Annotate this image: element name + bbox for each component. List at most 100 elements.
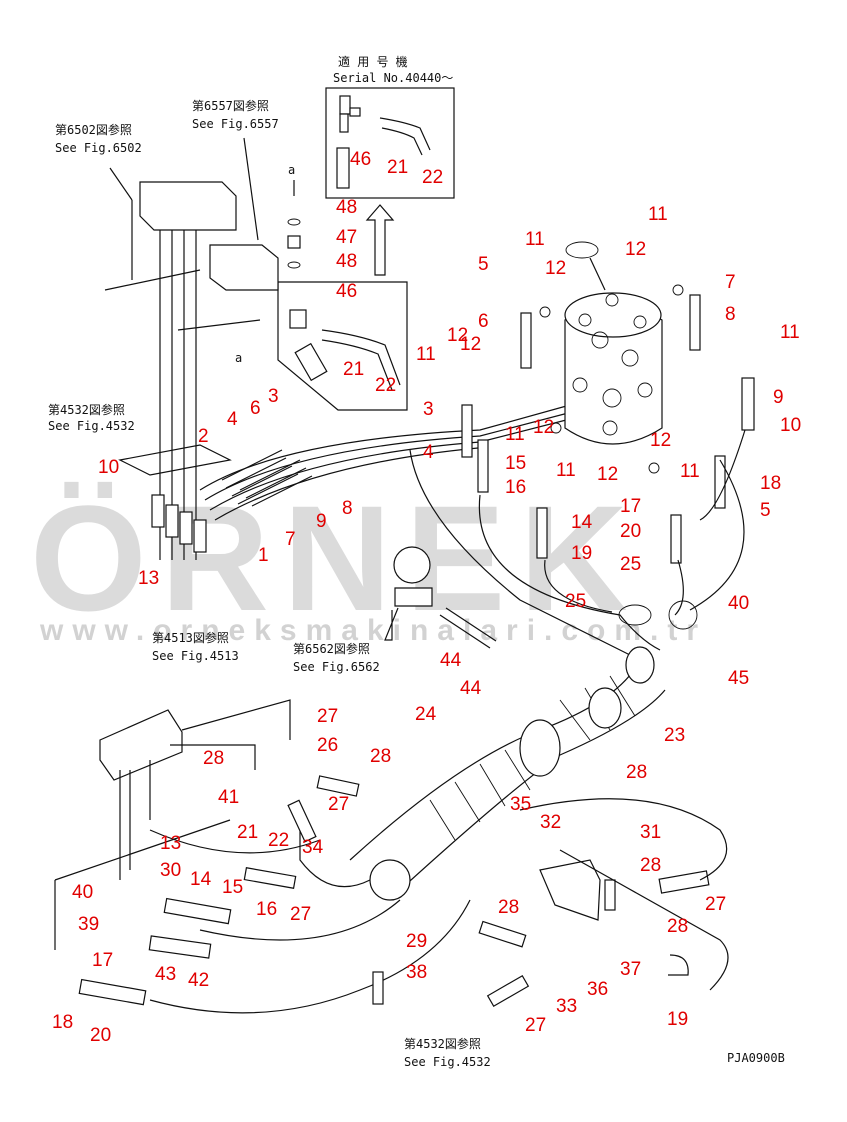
part-number-label: 19 [667, 1009, 688, 1030]
watermark-url: www.orneksmakinalari.com.tr [39, 614, 707, 647]
part-number-label: 21 [343, 359, 364, 380]
part-number-label: 6 [250, 398, 261, 419]
part-number-label: 12 [625, 239, 646, 260]
ref-fig-4532-en: See Fig.4532 [48, 419, 135, 433]
part-number-label: 17 [92, 950, 113, 971]
part-number-label: 13 [138, 568, 159, 589]
ref-fig-4532-bottom-en: See Fig.4532 [404, 1055, 491, 1069]
part-number-label: 11 [780, 322, 800, 343]
part-number-label: 8 [342, 498, 353, 519]
part-number-label: 28 [498, 897, 519, 918]
part-number-label: 46 [336, 281, 357, 302]
part-number-label: 22 [268, 830, 289, 851]
part-number-label: 23 [664, 725, 685, 746]
reference-labels: 第6557図参照 See Fig.6557 第6502図参照 See Fig.6… [48, 98, 785, 1069]
part-number-label: 21 [387, 157, 408, 178]
part-number-label: 5 [760, 500, 771, 521]
tee-fitting-icon [339, 95, 361, 133]
part-number-label: 42 [188, 970, 209, 991]
part-number-label: 22 [422, 167, 443, 188]
part-number-label: 19 [571, 543, 592, 564]
part-number-label: 12 [650, 430, 671, 451]
part-number-label: 26 [317, 735, 338, 756]
part-number-label: 40 [72, 882, 93, 903]
ref-fig-6557-jp: 第6557図参照 [192, 98, 269, 113]
ref-fig-6502-jp: 第6502図参照 [55, 122, 132, 137]
part-number-label: 20 [90, 1025, 111, 1046]
part-number-label: 28 [626, 762, 647, 783]
part-number-label: 11 [648, 204, 668, 225]
part-number-label: 16 [505, 477, 526, 498]
ref-fig-6557-en: See Fig.6557 [192, 117, 279, 131]
part-number-label: 27 [328, 794, 349, 815]
part-number-label: 24 [415, 704, 437, 725]
part-number-label: 22 [375, 375, 396, 396]
part-number-label: 11 [416, 344, 436, 365]
part-number-label: 5 [478, 254, 489, 275]
serial-title-en: Serial No.40440～ [333, 71, 453, 85]
part-number-label: 1 [258, 545, 269, 566]
part-number-label: 29 [406, 931, 427, 952]
part-number-label: 32 [540, 812, 561, 833]
part-number-label: 16 [256, 899, 277, 920]
ref-fig-4513-jp: 第4513図参照 [152, 630, 229, 645]
part-number-label: 12 [597, 464, 618, 485]
part-number-label: 12 [533, 417, 554, 438]
part-number-label: 38 [406, 962, 427, 983]
part-number-label: 3 [423, 399, 434, 420]
part-number-label: 28 [203, 748, 224, 769]
part-number-label: 11 [556, 460, 576, 481]
valve-block-lower [209, 244, 279, 291]
hose-group-icon [221, 449, 313, 507]
part-number-label: 33 [556, 996, 577, 1017]
part-number-label: 34 [302, 837, 324, 858]
part-number-label: 44 [460, 678, 482, 699]
valve-block-upper [139, 181, 237, 231]
part-number-label: 10 [780, 415, 801, 436]
part-number-label: 8 [725, 304, 736, 325]
part-number-label: 6 [478, 311, 489, 332]
part-number-label: 17 [620, 496, 641, 517]
part-number-label: 35 [510, 794, 531, 815]
serial-title-jp: 適 用 号 機 [338, 54, 408, 69]
part-number-label: 9 [773, 387, 784, 408]
part-number-label: 13 [160, 833, 181, 854]
bracket-icon [539, 859, 601, 921]
drawing-code: PJA0900B [727, 1051, 785, 1065]
part-number-label: 9 [316, 511, 327, 532]
part-number-label: 47 [336, 227, 357, 248]
small-hose-icon [336, 117, 431, 189]
marker-a-bottom: a [235, 351, 242, 365]
part-number-label: 15 [222, 877, 243, 898]
ref-fig-6562-en: See Fig.6562 [293, 660, 380, 674]
part-number-label: 25 [620, 554, 641, 575]
part-number-label: 39 [78, 914, 99, 935]
arrow-up-icon [365, 204, 395, 276]
part-number-label: 4 [423, 442, 434, 463]
part-number-label: 12 [460, 334, 481, 355]
part-number-label: 43 [155, 964, 176, 985]
part-number-label: 28 [667, 916, 688, 937]
watermark-brand: ÖRNEK [30, 474, 642, 642]
part-number-label: 41 [218, 787, 239, 808]
part-number-label: 46 [350, 149, 371, 170]
part-number-label: 28 [370, 746, 391, 767]
part-number-label: 48 [336, 251, 357, 272]
part-number-label: 3 [268, 386, 279, 407]
part-number-label: 11 [525, 229, 545, 250]
part-number-label: 15 [505, 453, 526, 474]
part-number-label: 12 [447, 325, 468, 346]
serial-box [325, 87, 455, 199]
part-number-label: 36 [587, 979, 608, 1000]
swivel-joint-icon [564, 241, 663, 445]
part-number-label: 48 [336, 197, 357, 218]
ref-fig-6502-en: See Fig.6502 [55, 141, 142, 155]
marker-a-top: a [288, 163, 295, 177]
sub-detail-box [277, 281, 408, 411]
part-number-label: 27 [290, 904, 311, 925]
part-number-label: 20 [620, 521, 641, 542]
part-number-label: 30 [160, 860, 181, 881]
